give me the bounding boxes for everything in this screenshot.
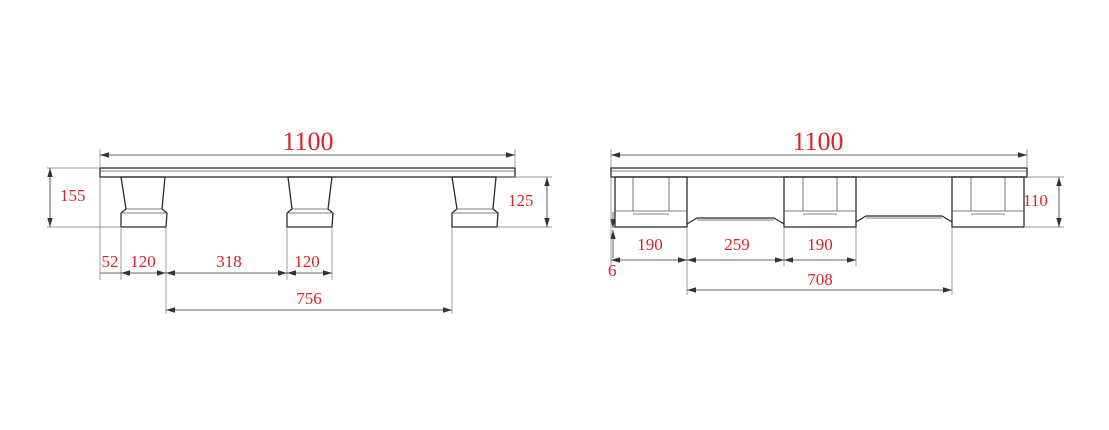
side-view: 1100 155 125 52 120 318 120 756 [47,127,552,314]
side-left-height-label: 155 [60,186,86,205]
end-deck [610,167,1028,178]
end-overall-length-label: 1100 [792,127,843,156]
end-runner-right [855,215,953,223]
side-overall-length-label: 1100 [282,127,333,156]
side-deck [99,167,516,178]
side-foot-center-width-label: 120 [294,252,320,271]
end-foot-left [614,176,688,228]
end-foot-center-width-label: 190 [807,235,833,254]
side-gap-label: 318 [216,252,242,271]
side-foot-left-width-label: 120 [130,252,156,271]
end-span-label: 708 [807,270,833,289]
side-right-height-label: 125 [508,191,534,210]
end-height-label: 110 [1023,191,1048,210]
end-deck-thickness-label: 6 [608,261,617,280]
end-foot-right [951,176,1025,228]
side-foot-right [451,176,499,228]
side-foot-left [120,176,168,228]
end-view: 1100 110 6 190 259 190 708 [608,127,1064,295]
side-foot-center [286,176,334,228]
side-span-label: 756 [296,289,322,308]
end-foot-left-width-label: 190 [637,235,663,254]
end-foot-center [783,176,857,228]
end-runner-left [686,217,785,225]
side-edge-offset-label: 52 [102,252,119,271]
end-gap-label: 259 [724,235,750,254]
